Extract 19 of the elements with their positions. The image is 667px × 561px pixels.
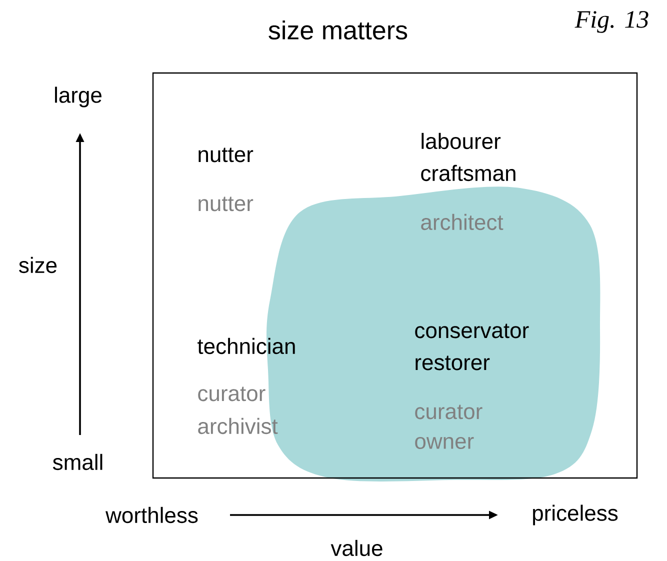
role-label: curator xyxy=(415,404,482,420)
role-label: conservator xyxy=(415,324,529,338)
role-label: labourer xyxy=(422,132,501,150)
role-label: architect xyxy=(421,214,504,230)
role-label: restorer xyxy=(416,356,490,370)
figure-number: Fig. 13 xyxy=(574,11,648,33)
role-label: nutter xyxy=(198,196,254,212)
role-label: owner xyxy=(415,436,474,450)
axis-label: value xyxy=(330,540,382,556)
title: size matters xyxy=(268,20,408,40)
role-label: technician xyxy=(198,338,295,354)
axis-label: worthless xyxy=(106,506,198,524)
axis-label: size xyxy=(19,256,57,274)
role-label: craftsman xyxy=(421,164,516,182)
axis-label: priceless xyxy=(533,504,618,526)
axis-label: small xyxy=(52,454,102,470)
role-label: curator xyxy=(198,386,266,402)
role-label: nutter xyxy=(198,148,254,162)
axis-label: large xyxy=(55,86,102,108)
